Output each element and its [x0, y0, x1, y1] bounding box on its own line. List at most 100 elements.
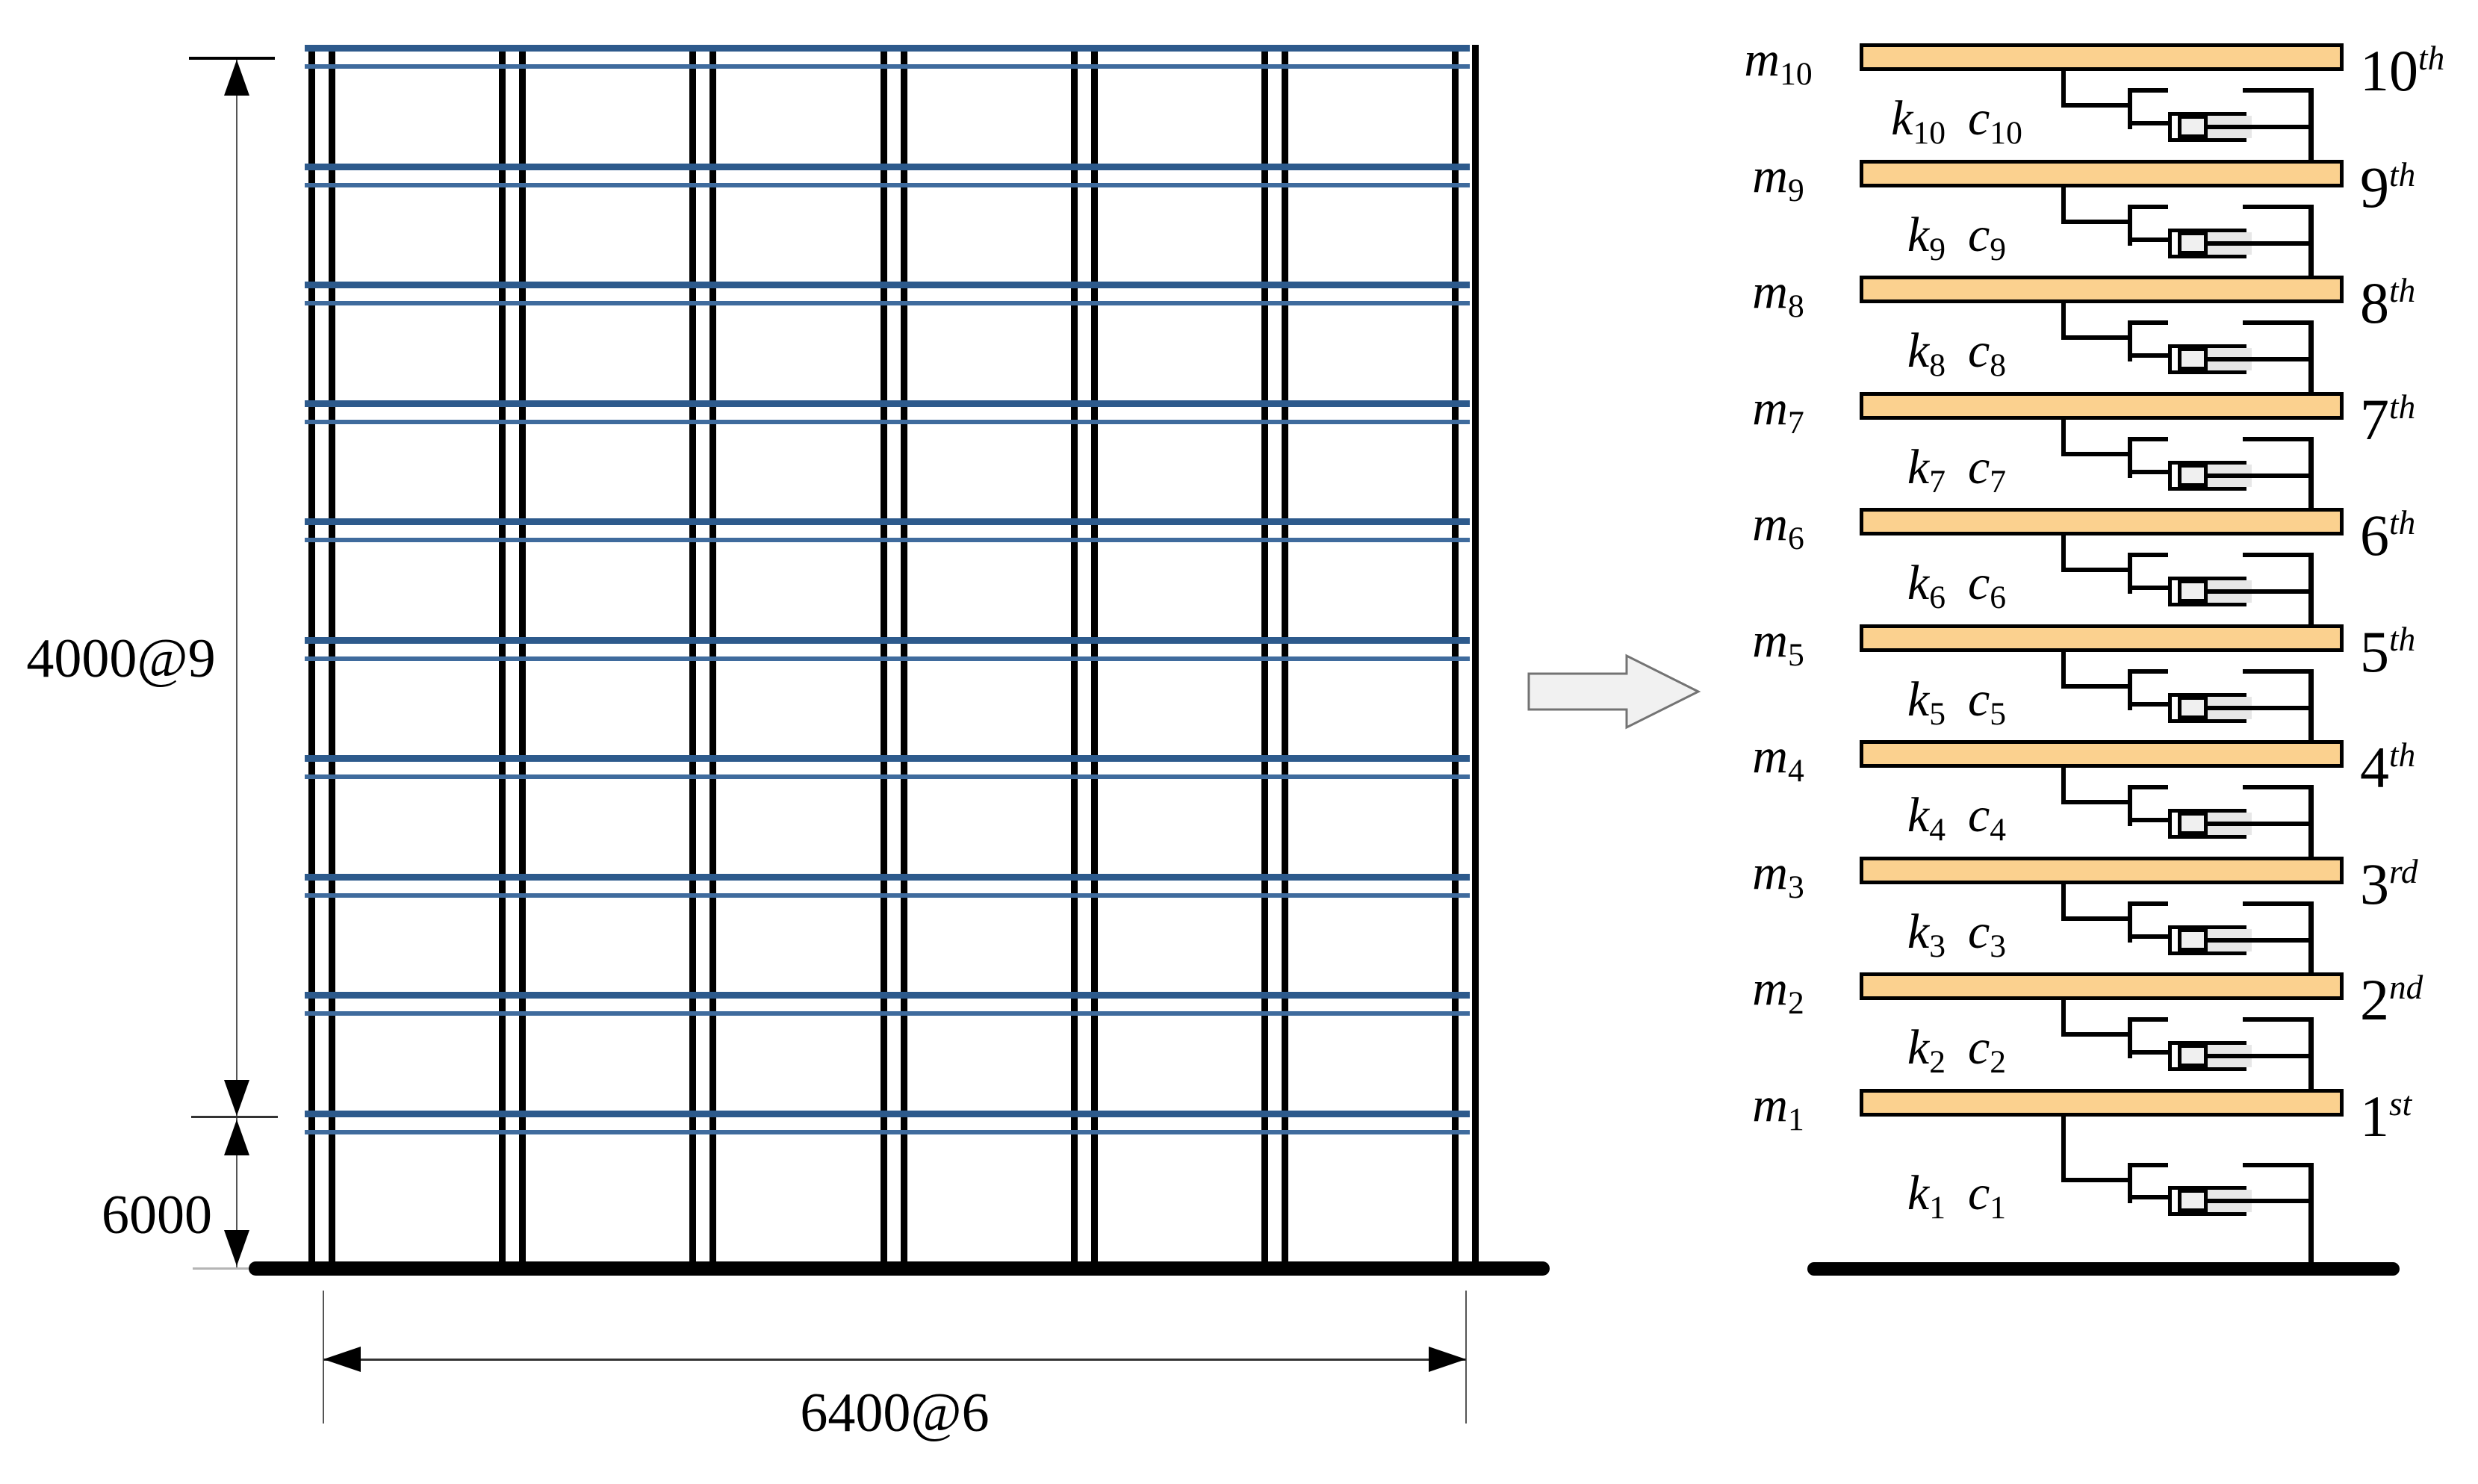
column-line	[308, 45, 315, 1261]
unit-top-branch-a	[2130, 320, 2168, 325]
column-line	[329, 45, 335, 1261]
unit-top-branch-b	[2243, 1017, 2311, 1022]
damper-cylinder-top	[2168, 1041, 2246, 1045]
dim-arrow-up-floor1-icon	[224, 1120, 249, 1155]
spring-icon	[2168, 653, 2243, 689]
beam-line-primary	[305, 164, 1470, 170]
damper-piston	[2178, 1044, 2208, 1067]
unit-top-branch-b	[2243, 437, 2311, 441]
damper-rod	[2206, 241, 2311, 246]
floor-ordinal-label: 4th	[2360, 735, 2416, 801]
spring-icon	[2168, 421, 2243, 457]
damper-cylinder-top	[2168, 693, 2246, 697]
floor-ordinal-label: 10th	[2360, 38, 2445, 104]
floor-slab	[1860, 276, 2344, 303]
unit-right-bracket	[2308, 205, 2314, 276]
unit-top-branch-a	[2130, 205, 2168, 209]
damper-cylinder-left	[2168, 344, 2172, 374]
mass-label: m1	[1752, 1078, 1804, 1138]
unit-left-bracket	[2128, 437, 2132, 478]
damper-cylinder-top	[2168, 809, 2246, 813]
column-line	[881, 45, 887, 1261]
floor-ordinal-label: 8th	[2360, 270, 2416, 336]
ground-dim-tick	[193, 1267, 278, 1270]
damper-cylinder-bottom	[2168, 835, 2246, 839]
spring-icon	[2168, 305, 2243, 341]
horizontal-dimension-line	[323, 1359, 1466, 1361]
floor-ordinal-label: 2nd	[2360, 967, 2423, 1033]
damper-rod	[2206, 125, 2311, 129]
damper-cylinder-left	[2168, 461, 2172, 491]
damper-cylinder-bottom	[2168, 487, 2246, 491]
damper-cylinder-bottom	[2168, 1212, 2246, 1216]
damper-piston	[2178, 347, 2208, 370]
unit-right-bracket	[2308, 88, 2314, 160]
beam-line-secondary	[305, 1130, 1470, 1134]
damper-cylinder-left	[2168, 1041, 2172, 1071]
damper-cylinder-top	[2168, 112, 2246, 116]
damper-rod	[2206, 1054, 2311, 1058]
mass-label: m3	[1752, 845, 1804, 906]
damper-cylinder-bottom	[2168, 603, 2246, 606]
unit-connector-horizontal	[2066, 335, 2130, 340]
floor-ordinal-label: 9th	[2360, 155, 2416, 220]
unit-right-bracket	[2308, 553, 2314, 624]
beam-line-secondary	[305, 1011, 1470, 1016]
unit-right-bracket	[2308, 1163, 2314, 1262]
unit-connector-vertical	[2061, 187, 2066, 224]
beam-line-secondary	[305, 301, 1470, 305]
unit-left-bracket	[2128, 901, 2132, 943]
beam-line-secondary	[305, 64, 1470, 69]
unit-connector-vertical	[2061, 1000, 2066, 1037]
floor-slab	[1860, 972, 2344, 1000]
damper-icon	[2168, 693, 2311, 723]
spring-icon	[2168, 1147, 2243, 1183]
base-story-height-dim-label: 6000	[102, 1185, 212, 1246]
unit-left-bracket	[2128, 553, 2132, 594]
unit-connector-vertical	[2061, 1117, 2066, 1182]
floor-slab	[1860, 1089, 2344, 1117]
unit-bottom-branch	[2130, 1050, 2168, 1055]
floor-ordinal-label: 6th	[2360, 503, 2416, 568]
unit-left-bracket	[2128, 320, 2132, 361]
damper-cylinder-left	[2168, 577, 2172, 606]
unit-left-bracket	[2128, 205, 2132, 246]
damper-icon	[2168, 577, 2311, 606]
unit-connector-horizontal	[2066, 1032, 2130, 1037]
column-line	[1452, 45, 1459, 1261]
unit-right-bracket	[2308, 1017, 2314, 1089]
beam-line-secondary	[305, 538, 1470, 542]
floor-ordinal-label: 3rd	[2360, 851, 2418, 917]
floor-slab	[1860, 160, 2344, 187]
unit-connector-horizontal	[2066, 1178, 2130, 1182]
unit-connector-horizontal	[2066, 452, 2130, 456]
beam-line-primary	[305, 637, 1470, 644]
beam-line-primary	[305, 282, 1470, 288]
unit-top-branch-a	[2130, 553, 2168, 557]
dim-arrow-up-top-icon	[224, 60, 249, 96]
ground-line-left	[249, 1261, 1550, 1276]
unit-right-bracket	[2308, 320, 2314, 392]
bay-width-dim-label: 6400@6	[800, 1382, 990, 1444]
bay-dim-extension-line-right	[1465, 1291, 1467, 1424]
unit-top-branch-a	[2130, 901, 2168, 906]
unit-connector-vertical	[2061, 652, 2066, 689]
damper-cylinder-bottom	[2168, 138, 2246, 142]
floor-ordinal-label: 1st	[2360, 1084, 2412, 1149]
damper-cylinder-top	[2168, 344, 2246, 348]
floor-slab	[1860, 624, 2344, 652]
unit-left-bracket	[2128, 669, 2132, 710]
column-line	[499, 45, 506, 1261]
dim-arrow-right-icon	[1429, 1347, 1466, 1372]
damper-piston	[2178, 696, 2208, 719]
spring-icon	[2168, 189, 2243, 225]
damper-rod	[2206, 706, 2311, 710]
unit-connector-horizontal	[2066, 684, 2130, 689]
mass-label: m8	[1752, 264, 1804, 325]
right-block-arrow-icon	[1527, 653, 1701, 730]
